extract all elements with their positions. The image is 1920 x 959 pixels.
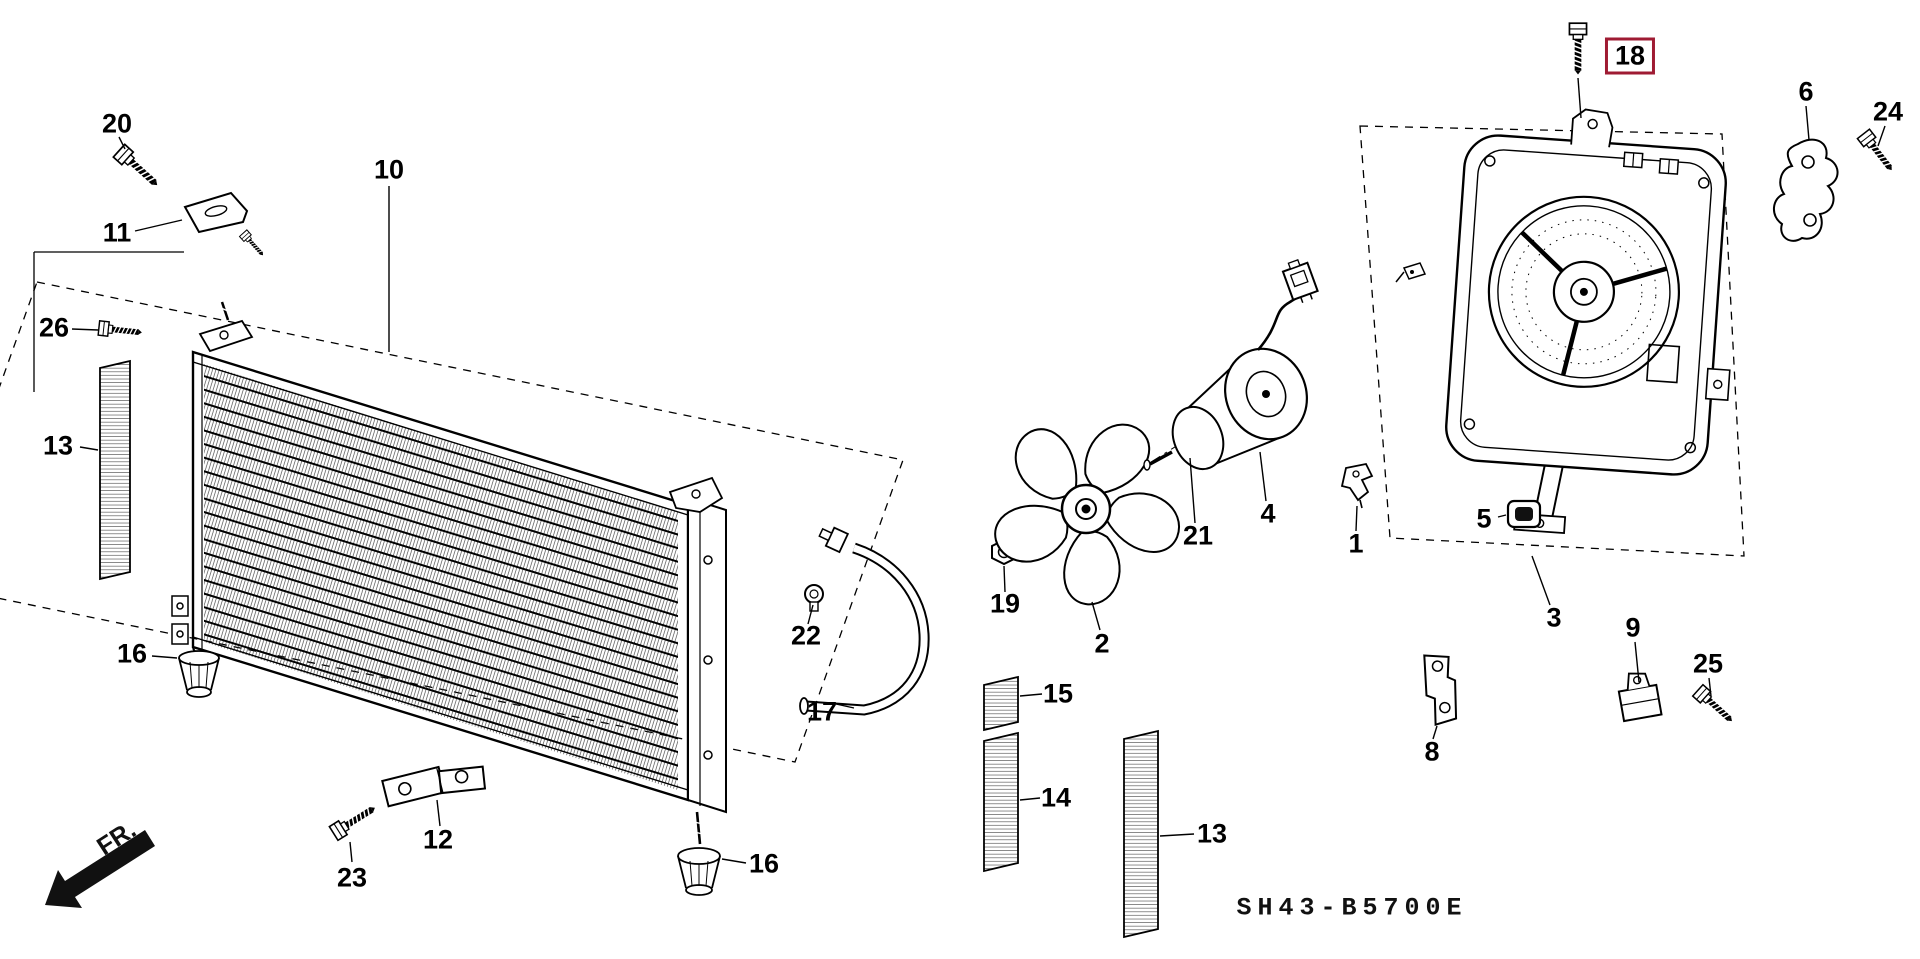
- part-label-21[interactable]: 21: [1182, 520, 1214, 551]
- harness-clip: [1395, 262, 1427, 283]
- condenser-side-tabs: [171, 595, 189, 645]
- part-label-11[interactable]: 11: [102, 217, 132, 248]
- seal-15: [983, 675, 1019, 732]
- part-label-14[interactable]: 14: [1040, 782, 1072, 813]
- part-label-10[interactable]: 10: [373, 154, 405, 185]
- pipe-17: [799, 526, 930, 716]
- part-label-24[interactable]: 24: [1872, 96, 1904, 127]
- condenser-mount-stud: [693, 811, 704, 845]
- part-label-20[interactable]: 20: [101, 108, 133, 139]
- relay-9: [1617, 672, 1663, 723]
- part-label-8[interactable]: 8: [1424, 736, 1440, 767]
- part-label-5[interactable]: 5: [1476, 503, 1492, 534]
- part-label-16[interactable]: 16: [748, 848, 780, 879]
- part-label-19[interactable]: 19: [989, 588, 1021, 619]
- condenser-right-bracket: [668, 476, 724, 513]
- part-label-1[interactable]: 1: [1348, 528, 1364, 559]
- fan-shroud-3: [1445, 108, 1731, 534]
- bracket-12: [381, 765, 487, 808]
- bracket-6: [1773, 138, 1839, 242]
- fan-motor-4: [1143, 292, 1308, 471]
- seal-14: [983, 731, 1019, 873]
- part-label-12[interactable]: 12: [422, 824, 454, 855]
- part-label-16[interactable]: 16: [116, 638, 148, 669]
- motor-connector: [1281, 259, 1319, 304]
- seal-13-right: [1123, 729, 1159, 939]
- part-label-4[interactable]: 4: [1260, 498, 1276, 529]
- part-label-6[interactable]: 6: [1798, 76, 1814, 107]
- reference-lines: [33, 251, 184, 392]
- mount-cushion-16-left: [178, 647, 220, 698]
- part-label-2[interactable]: 2: [1094, 628, 1110, 659]
- seal-13-left: [99, 359, 131, 581]
- part-label-9[interactable]: 9: [1625, 612, 1641, 643]
- condenser-upper-bracket: [198, 301, 254, 353]
- grommet-5: [1506, 499, 1542, 529]
- mount-cushion-16-right: [677, 847, 721, 896]
- condenser-side-member: [687, 496, 727, 814]
- assembly-outline-condenser: [0, 281, 904, 763]
- bracket-11: [183, 191, 269, 261]
- part-label-26[interactable]: 26: [38, 312, 70, 343]
- part-label-13[interactable]: 13: [1196, 818, 1228, 849]
- part-label-3[interactable]: 3: [1546, 602, 1562, 633]
- part-label-22[interactable]: 22: [790, 620, 822, 651]
- bracket-8: [1423, 654, 1458, 726]
- part-label-15[interactable]: 15: [1042, 678, 1074, 709]
- leader-lines: [71, 77, 1886, 864]
- clamp-22: [804, 584, 824, 612]
- part-label-25[interactable]: 25: [1692, 648, 1724, 679]
- part-label-13[interactable]: 13: [42, 430, 74, 461]
- part-label-18[interactable]: 18: [1604, 37, 1656, 75]
- clamp-1: [1340, 462, 1374, 509]
- diagram-code: SH43-B5700E: [1236, 893, 1468, 923]
- part-label-23[interactable]: 23: [336, 862, 368, 893]
- fan-blade-2: [994, 423, 1180, 606]
- part-label-17[interactable]: 17: [806, 696, 838, 727]
